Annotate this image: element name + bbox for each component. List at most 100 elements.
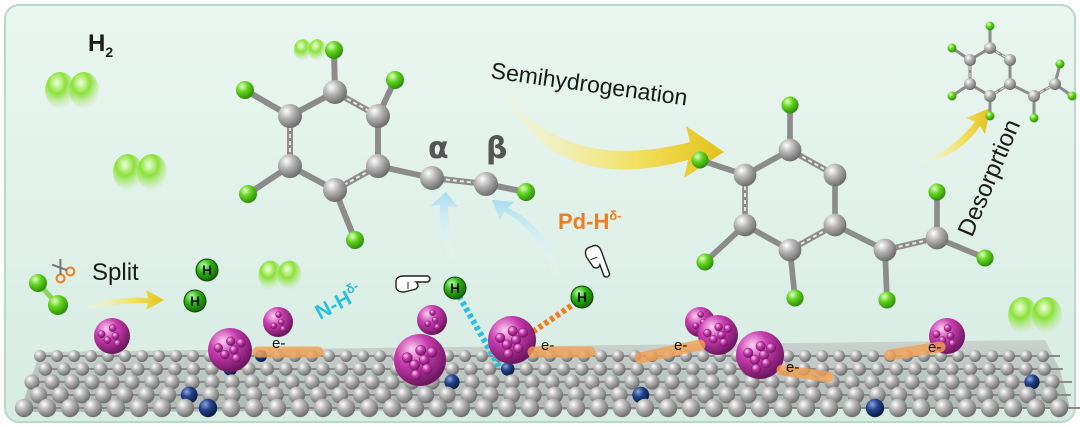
carbon-atom bbox=[644, 374, 660, 390]
carbon-atom bbox=[34, 350, 46, 362]
carbon-atom bbox=[867, 350, 879, 362]
carbon-atom bbox=[445, 362, 460, 376]
fluorine-atom bbox=[781, 96, 799, 114]
electron-transfer-arrows: e-e-e-e-e- bbox=[252, 335, 946, 383]
carbon-atom bbox=[984, 90, 996, 102]
carbon-atom bbox=[130, 362, 145, 376]
carbon-atom bbox=[56, 362, 71, 376]
pd-nanoparticles bbox=[94, 305, 965, 386]
carbon-atom bbox=[564, 374, 580, 390]
carbon-atom bbox=[290, 398, 310, 418]
carbon-atom bbox=[696, 386, 714, 404]
carbon-atom bbox=[704, 398, 724, 418]
carbon-atom bbox=[278, 104, 302, 128]
carbon-atom bbox=[85, 350, 97, 362]
carbon-atom bbox=[24, 374, 40, 390]
carbon-atom bbox=[497, 398, 517, 418]
carbon-atom bbox=[823, 163, 847, 187]
pd-nanoparticle bbox=[94, 318, 130, 354]
electron-arrow: e- bbox=[884, 339, 946, 361]
nitrogen-atom bbox=[865, 398, 885, 418]
svg-text:H: H bbox=[190, 293, 200, 309]
carbon-atom bbox=[964, 54, 976, 66]
carbon-atom bbox=[630, 362, 645, 376]
electron-label: e- bbox=[541, 337, 554, 354]
pd-nanoparticle bbox=[698, 315, 738, 355]
carbon-atom bbox=[782, 386, 800, 404]
carbon-atom bbox=[685, 362, 700, 376]
carbon-atom bbox=[459, 350, 471, 362]
h2-gas-blob bbox=[1008, 297, 1062, 333]
electron-arrow: e- bbox=[634, 337, 706, 364]
carbon-atom bbox=[464, 374, 480, 390]
carbon-atom bbox=[37, 398, 57, 418]
carbon-atom bbox=[635, 398, 655, 418]
carbon-atom bbox=[664, 374, 680, 390]
carbon-atom bbox=[224, 374, 240, 390]
pointing-hand-icon bbox=[584, 244, 611, 278]
carbon-atom bbox=[244, 374, 260, 390]
carbon-atom bbox=[68, 350, 80, 362]
carbon-atom bbox=[152, 398, 172, 418]
fluorine-atom bbox=[325, 41, 343, 59]
carbon-atom bbox=[106, 398, 126, 418]
carbon-atom bbox=[1003, 398, 1023, 418]
carbon-atom bbox=[926, 362, 941, 376]
carbon-atom bbox=[137, 386, 155, 404]
carbon-atom bbox=[823, 213, 847, 237]
pd-h-to-beta-arrow bbox=[492, 200, 563, 283]
fluorine-atom bbox=[947, 43, 957, 53]
carbon-atom bbox=[697, 350, 709, 362]
carbon-atom bbox=[888, 398, 908, 418]
svg-text:H: H bbox=[577, 289, 587, 305]
carbon-atom bbox=[334, 362, 349, 376]
carbon-atom bbox=[73, 386, 91, 404]
fluorine-atom bbox=[239, 185, 257, 203]
carbon-atom bbox=[584, 374, 600, 390]
carbon-atom bbox=[51, 386, 69, 404]
carbon-atom bbox=[944, 362, 959, 376]
carbon-atom bbox=[352, 362, 367, 376]
carbon-atom bbox=[60, 398, 80, 418]
carbon-atom bbox=[323, 178, 347, 202]
carbon-atom bbox=[104, 374, 120, 390]
desorption-arrow bbox=[922, 108, 990, 162]
carbon-atom bbox=[519, 362, 534, 376]
carbon-atom bbox=[119, 350, 131, 362]
carbon-atom bbox=[842, 398, 862, 418]
h-atom-pd-bound: H bbox=[570, 285, 594, 309]
carbon-atom bbox=[873, 238, 897, 262]
carbon-atom bbox=[624, 374, 640, 390]
pd-nanoparticle bbox=[417, 305, 447, 335]
electron-arrow: e- bbox=[776, 359, 834, 383]
carbon-atom bbox=[520, 398, 540, 418]
carbon-atom bbox=[984, 42, 996, 54]
carbon-atom bbox=[911, 386, 929, 404]
fluorine-atom bbox=[786, 289, 804, 307]
carbon-atom bbox=[112, 362, 127, 376]
n-h-to-alpha-arrow bbox=[430, 192, 460, 268]
carbon-atom bbox=[1049, 398, 1069, 418]
carbon-atom bbox=[593, 362, 608, 376]
carbon-atom bbox=[94, 386, 112, 404]
carbon-atom bbox=[336, 398, 356, 418]
carbon-atom bbox=[357, 350, 369, 362]
carbon-atom bbox=[83, 398, 103, 418]
carbon-atom bbox=[323, 350, 335, 362]
carbon-atom bbox=[460, 386, 478, 404]
carbon-atom bbox=[278, 154, 302, 178]
pd-nanoparticle bbox=[394, 334, 446, 386]
carbon-atom bbox=[1028, 90, 1040, 102]
pd-nanoparticle bbox=[488, 316, 536, 364]
carbon-atom bbox=[359, 398, 379, 418]
carbon-atom bbox=[267, 398, 287, 418]
carbon-atom bbox=[595, 350, 607, 362]
carbon-atom bbox=[136, 350, 148, 362]
fluorine-atom bbox=[517, 183, 535, 201]
carbon-atom bbox=[278, 362, 293, 376]
carbon-atom bbox=[175, 398, 195, 418]
carbon-atom bbox=[382, 398, 402, 418]
carbon-atom bbox=[890, 386, 908, 404]
carbon-atom bbox=[64, 374, 80, 390]
